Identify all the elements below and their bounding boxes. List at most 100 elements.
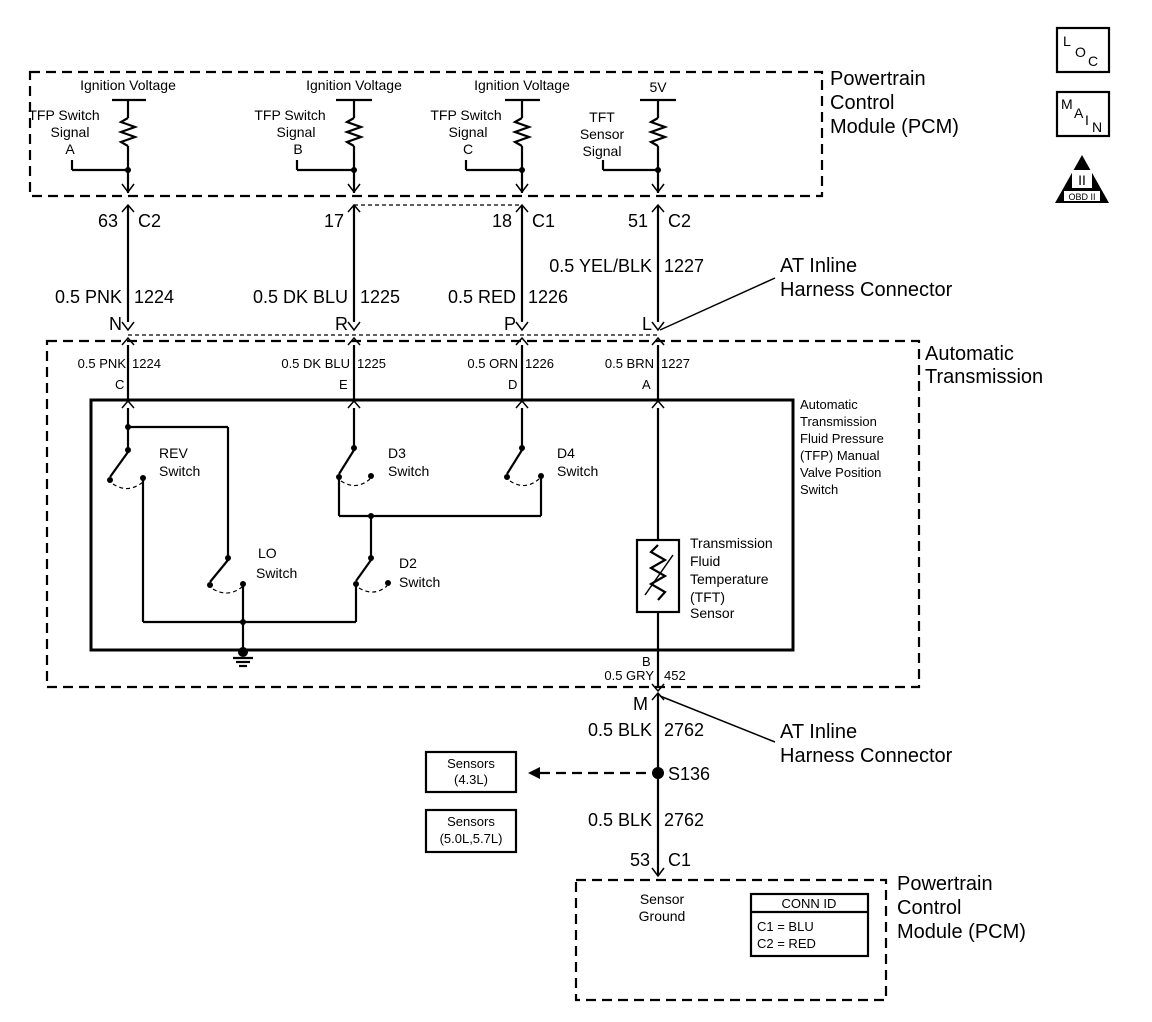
pcm-top-title: Powertrain Control Module (PCM) <box>830 68 959 138</box>
svg-text:Control: Control <box>830 92 894 114</box>
d3-switch: D3 Switch <box>336 408 429 516</box>
svg-text:I: I <box>1085 112 1089 128</box>
svg-text:Signal: Signal <box>277 124 316 140</box>
svg-text:Fluid Pressure: Fluid Pressure <box>800 431 884 446</box>
svg-text:C1: C1 <box>532 211 555 231</box>
pcm-circuit-c: Ignition Voltage TFP Switch Signal C <box>430 77 570 193</box>
sensors-5-0l-5-7l-box[interactable]: Sensors (5.0L,5.7L) <box>424 808 518 854</box>
svg-text:Ignition Voltage: Ignition Voltage <box>306 77 402 93</box>
loc-icon[interactable]: L O C <box>1055 26 1111 74</box>
lo-switch: LO Switch <box>207 427 297 622</box>
svg-text:452: 452 <box>664 668 686 683</box>
svg-text:Automatic: Automatic <box>925 343 1014 365</box>
svg-text:M: M <box>633 694 648 714</box>
svg-text:Harness Connector: Harness Connector <box>780 745 953 767</box>
svg-text:Sensors: Sensors <box>447 814 495 829</box>
svg-text:18: 18 <box>492 211 512 231</box>
svg-text:Ignition Voltage: Ignition Voltage <box>474 77 570 93</box>
svg-text:Valve Position: Valve Position <box>800 465 881 480</box>
tfp-switch-label: Automatic Transmission Fluid Pressure (T… <box>800 397 884 497</box>
svg-text:Ignition Voltage: Ignition Voltage <box>80 77 176 93</box>
svg-text:D: D <box>508 377 517 392</box>
svg-text:0.5 BLK: 0.5 BLK <box>588 720 652 740</box>
upper-wire-labels: 0.5 PNK 1224 0.5 DK BLU 1225 0.5 RED 122… <box>55 256 704 307</box>
svg-text:(4.3L): (4.3L) <box>454 772 488 787</box>
svg-text:Signal: Signal <box>583 143 622 159</box>
svg-text:0.5 RED: 0.5 RED <box>448 287 516 307</box>
svg-text:M: M <box>1061 96 1073 112</box>
d4-switch: D4 Switch <box>504 408 598 516</box>
svg-text:Transmission: Transmission <box>690 535 773 551</box>
svg-text:C: C <box>1088 53 1098 69</box>
svg-text:(5.0L,5.7L): (5.0L,5.7L) <box>440 831 503 846</box>
sensors-4-3l-box[interactable]: Sensors (4.3L) <box>424 750 518 794</box>
svg-text:C1: C1 <box>668 850 691 870</box>
svg-text:Powertrain: Powertrain <box>830 68 926 90</box>
lower-wires: 0.5 BLK 2762 0.5 BLK 2762 <box>588 693 704 876</box>
svg-text:A: A <box>65 141 75 157</box>
svg-text:REV: REV <box>159 445 188 461</box>
tfp-switch-assembly <box>89 398 795 652</box>
svg-text:0.5 PNK: 0.5 PNK <box>78 356 127 371</box>
rev-switch: REV Switch <box>107 408 228 622</box>
svg-text:1226: 1226 <box>528 287 568 307</box>
svg-text:Switch: Switch <box>399 574 440 590</box>
main-icon[interactable]: M A I N <box>1055 90 1111 138</box>
svg-text:Sensor: Sensor <box>580 126 625 142</box>
svg-text:1227: 1227 <box>664 256 704 276</box>
svg-text:CONN ID: CONN ID <box>782 896 837 911</box>
splice-s136: S136 <box>528 764 710 784</box>
trans-wire-labels: 0.5 PNK 1224 0.5 DK BLU 1225 0.5 ORN 122… <box>78 356 690 392</box>
auto-trans-box <box>45 339 921 689</box>
svg-text:LO: LO <box>258 545 277 561</box>
ground-bus <box>143 619 356 648</box>
svg-text:TFP Switch: TFP Switch <box>254 107 325 123</box>
pcm-connector-arrows <box>121 183 665 213</box>
svg-text:Signal: Signal <box>449 124 488 140</box>
svg-text:N: N <box>109 314 122 334</box>
svg-text:1226: 1226 <box>525 356 554 371</box>
svg-text:AT Inline: AT Inline <box>780 721 857 743</box>
svg-text:1224: 1224 <box>134 287 174 307</box>
svg-text:Harness Connector: Harness Connector <box>780 279 953 301</box>
pcm-circuit-tft: 5V TFT Sensor Signal <box>580 79 676 193</box>
svg-text:(TFP) Manual: (TFP) Manual <box>800 448 880 463</box>
svg-text:P: P <box>504 314 516 334</box>
svg-text:TFP Switch: TFP Switch <box>430 107 501 123</box>
svg-text:0.5 YEL/BLK: 0.5 YEL/BLK <box>549 256 652 276</box>
svg-text:Sensor: Sensor <box>640 891 685 907</box>
pcm-circuit-a: Ignition Voltage TFP Switch Signal A <box>28 77 176 193</box>
conn-id-table: CONN ID C1 = BLU C2 = RED <box>749 892 870 958</box>
svg-text:Module (PCM): Module (PCM) <box>830 116 959 138</box>
svg-text:0.5 ORN: 0.5 ORN <box>467 356 518 371</box>
svg-text:1227: 1227 <box>661 356 690 371</box>
trans-bottom-connector: B 0.5 GRY 452 <box>604 650 686 701</box>
svg-text:C2 = RED: C2 = RED <box>757 936 816 951</box>
svg-text:AT Inline: AT Inline <box>780 255 857 277</box>
svg-text:0.5 PNK: 0.5 PNK <box>55 287 122 307</box>
svg-text:Switch: Switch <box>159 463 200 479</box>
svg-text:Module (PCM): Module (PCM) <box>897 921 1026 943</box>
svg-text:Fluid: Fluid <box>690 553 720 569</box>
svg-text:OBD II: OBD II <box>1068 192 1095 202</box>
svg-text:63: 63 <box>98 211 118 231</box>
pcm-pin-labels: 63 C2 17 18 C1 51 C2 <box>98 211 691 231</box>
svg-text:51: 51 <box>628 211 648 231</box>
svg-text:Sensors: Sensors <box>447 756 495 771</box>
inline-connector-upper-label: AT Inline Harness Connector <box>780 255 953 301</box>
svg-text:O: O <box>1075 44 1086 60</box>
pcm-top-box <box>28 70 824 198</box>
svg-text:Sensor: Sensor <box>690 605 735 621</box>
pcm-bottom-title: Powertrain Control Module (PCM) <box>897 873 1026 943</box>
obd-ii-icon[interactable]: II OBD II <box>1055 155 1109 203</box>
svg-text:B: B <box>642 654 651 669</box>
pcm-circuit-b: Ignition Voltage TFP Switch Signal B <box>254 77 402 193</box>
ground-icon <box>233 647 253 668</box>
svg-text:C: C <box>115 377 124 392</box>
svg-text:L: L <box>1063 33 1071 49</box>
svg-text:1224: 1224 <box>132 356 161 371</box>
svg-text:2762: 2762 <box>664 810 704 830</box>
svg-text:Control: Control <box>897 897 961 919</box>
svg-text:Switch: Switch <box>557 463 598 479</box>
